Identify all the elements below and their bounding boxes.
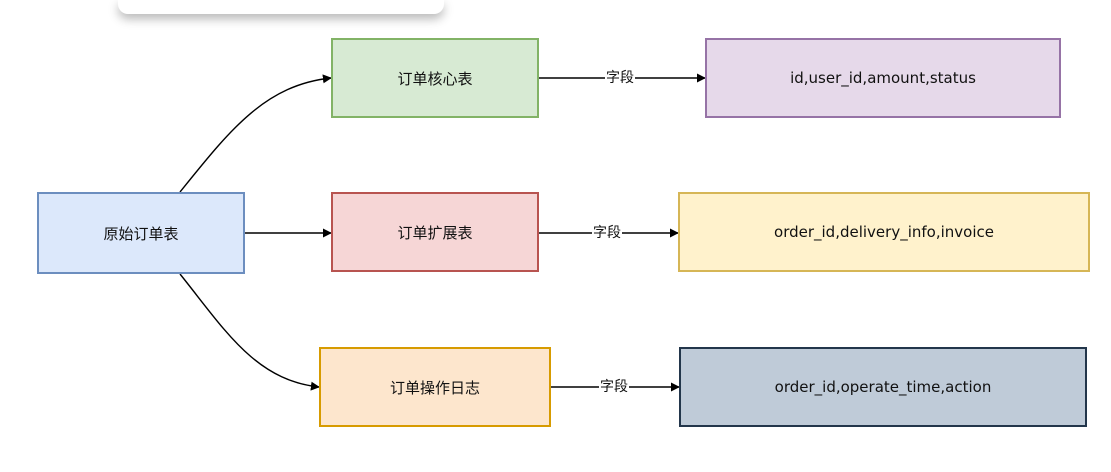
log-fields-text: order_id,operate_time,action xyxy=(774,378,992,396)
operation-log-node[interactable]: 订单操作日志 xyxy=(319,347,551,427)
log-edge-label: 字段 xyxy=(599,379,629,395)
extension-table-node[interactable]: 订单扩展表 xyxy=(331,192,539,272)
top-panel-edge xyxy=(118,0,444,14)
extension-edge-label: 字段 xyxy=(592,225,622,241)
source-table-node[interactable]: 原始订单表 xyxy=(37,192,245,274)
extension-fields-text: order_id,delivery_info,invoice xyxy=(774,223,994,241)
extension-fields-node[interactable]: order_id,delivery_info,invoice xyxy=(678,192,1090,272)
core-table-node[interactable]: 订单核心表 xyxy=(331,38,539,118)
edge-source-to-log xyxy=(179,273,320,391)
log-fields-node[interactable]: order_id,operate_time,action xyxy=(679,347,1087,427)
extension-table-label: 订单扩展表 xyxy=(397,223,473,242)
core-edge-label: 字段 xyxy=(605,70,635,86)
core-fields-node[interactable]: id,user_id,amount,status xyxy=(705,38,1061,118)
operation-log-label: 订单操作日志 xyxy=(389,378,480,397)
core-fields-text: id,user_id,amount,status xyxy=(790,69,976,87)
source-table-label: 原始订单表 xyxy=(103,224,179,243)
edge-source-to-core xyxy=(179,74,332,193)
core-table-label: 订单核心表 xyxy=(397,69,473,88)
